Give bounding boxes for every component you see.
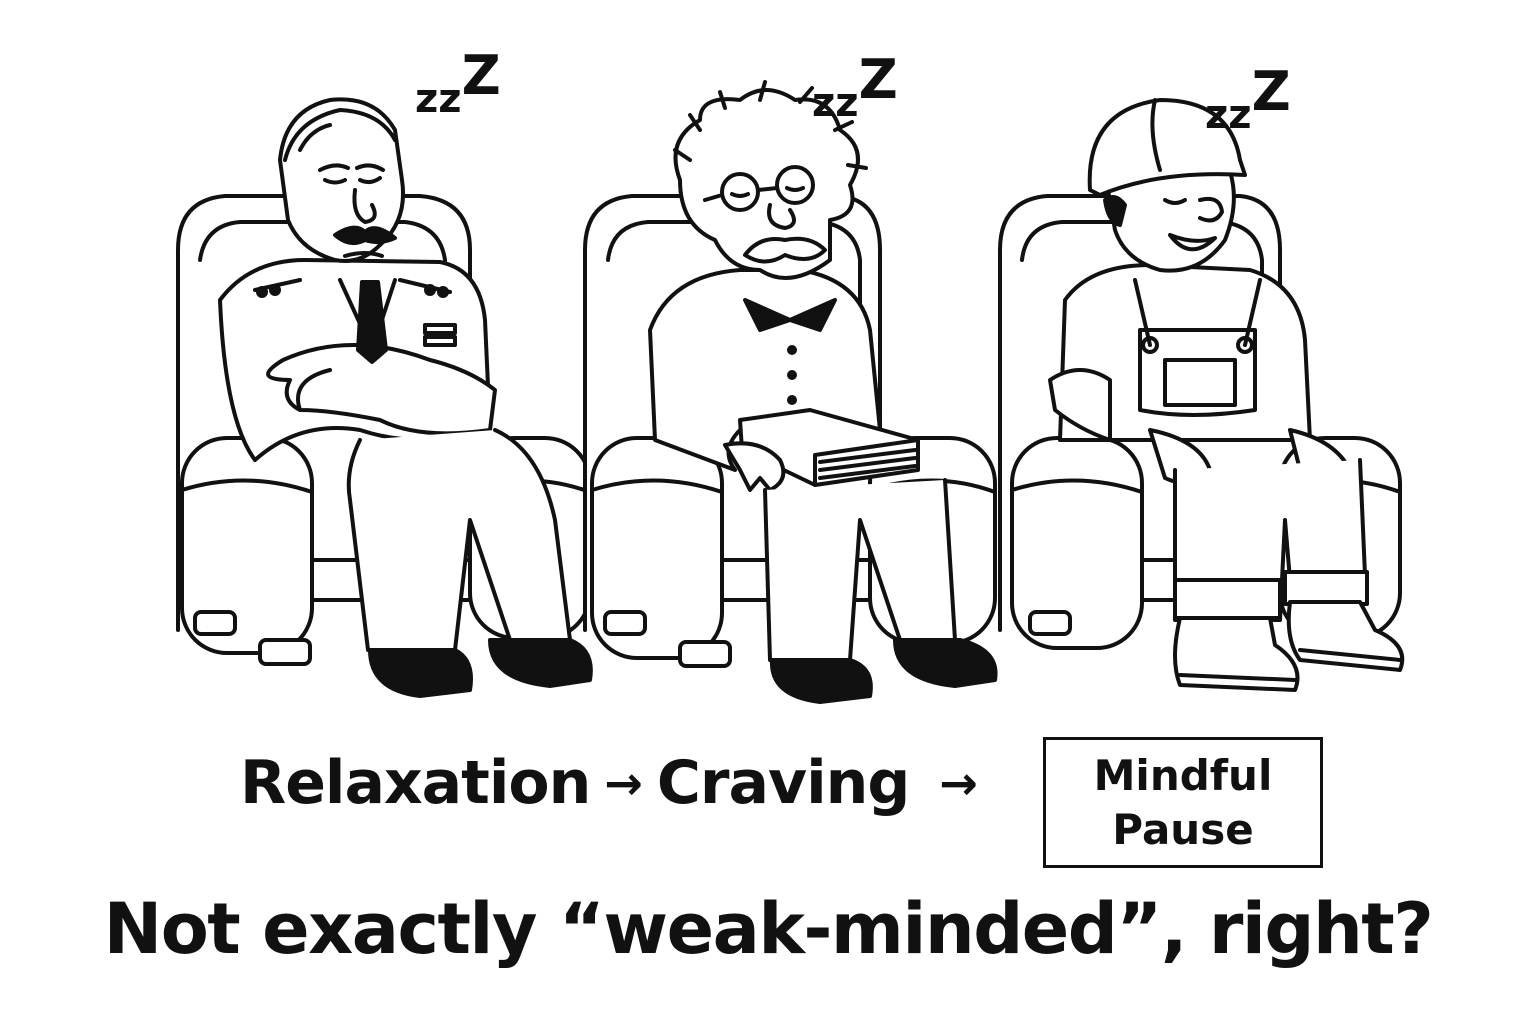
worker-character xyxy=(1048,98,1405,692)
flow-arrow-2: → xyxy=(939,756,978,810)
mindful-pause-line-2: Pause xyxy=(1112,804,1254,854)
sleep-zzz-left: zzZ xyxy=(415,44,501,122)
flow-step-relaxation: Relaxation xyxy=(240,748,591,818)
mindful-pause-box: Mindful Pause xyxy=(1043,737,1323,868)
sleep-zzz-right: zzZ xyxy=(1205,60,1291,138)
mindful-pause-line-1: Mindful xyxy=(1093,750,1273,800)
sleep-zzz-middle: zzZ xyxy=(812,48,898,126)
general-character xyxy=(218,97,593,698)
scientist-character xyxy=(648,80,998,704)
caption: Not exactly “weak-minded”, right? xyxy=(103,888,1434,970)
habit-flow: Relaxation → Craving → xyxy=(240,738,992,828)
flow-arrow-1: → xyxy=(604,756,643,810)
flow-step-craving: Craving xyxy=(656,748,910,818)
